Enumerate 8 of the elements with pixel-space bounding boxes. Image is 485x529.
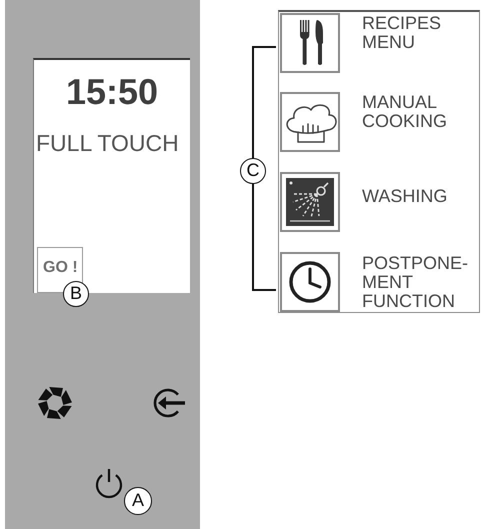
menu-item-label: POSTPONE- MENT FUNCTION xyxy=(362,254,468,311)
clock-time: 15:50 xyxy=(66,72,158,112)
menu-panel xyxy=(278,10,480,313)
screen-title: FULL TOUCH xyxy=(36,130,179,156)
menu-item-label: MANUAL COOKING xyxy=(362,93,447,131)
menu-item-label: WASHING xyxy=(362,187,448,206)
menu-item-label: RECIPES MENU xyxy=(362,14,442,52)
callout-letter: C xyxy=(240,158,266,184)
